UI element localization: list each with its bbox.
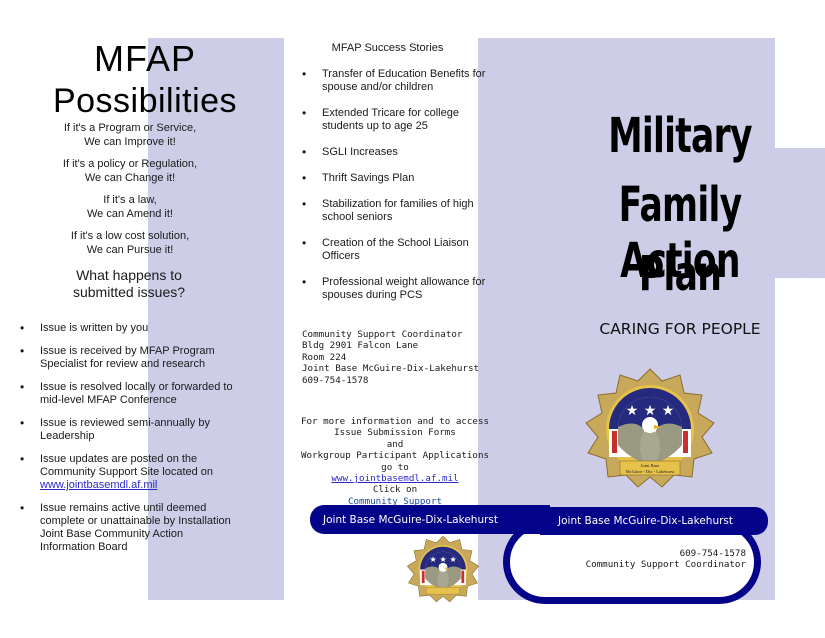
joint-base-seal-icon: ★ ★ ★: [406, 535, 480, 603]
cover-title-military: Military: [608, 108, 752, 164]
list-item: Issue is received by MFAP Program Specia…: [0, 345, 240, 371]
info-line: go to: [381, 461, 409, 473]
contact-title: Community Support Coordinator: [585, 559, 746, 571]
list-item: Professional weight allowance for spouse…: [296, 276, 496, 302]
contact-block: 609-754-1578 Community Support Coordinat…: [560, 548, 746, 571]
slogan-text: We can Change it!: [84, 171, 176, 184]
list-item: Issue is written by you: [0, 322, 240, 335]
website-link[interactable]: www.jointbasemdl.af.mil: [331, 473, 459, 485]
address-block: Community Support Coordinator Bldg 2901 …: [302, 329, 479, 386]
community-support-label: Community Support: [347, 495, 443, 507]
slogan-text: If it's a Program or Service,: [63, 122, 197, 134]
slogan-text: If it's a law,: [103, 194, 157, 206]
svg-text:★: ★: [662, 402, 675, 418]
svg-text:★: ★: [440, 555, 447, 564]
list-item: Issue is reviewed semi-annually by Leade…: [0, 417, 240, 443]
website-link[interactable]: www.jointbasemdl.af.mil: [40, 479, 158, 491]
address-phone: 609-754-1578: [302, 374, 369, 386]
cover-tab-shape: [760, 148, 825, 278]
info-line: Workgroup Participant Applications: [300, 450, 490, 462]
address-line: Room 224: [302, 351, 347, 363]
info-line: and: [386, 438, 404, 450]
list-item: Issue updates are posted on the Communit…: [0, 453, 240, 492]
info-line: Issue Submission Forms: [334, 427, 456, 439]
svg-text:★: ★: [626, 402, 639, 418]
slogan-low-cost: If it's a low cost solution, We can Purs…: [0, 230, 260, 257]
list-item: Issue remains active until deemed comple…: [0, 502, 240, 554]
heading-line: What happens to: [76, 267, 182, 283]
slogan-text: If it's a low cost solution,: [70, 230, 190, 242]
cover-title-plan: Plan: [638, 246, 722, 302]
cover-title-family-action: Family Action: [618, 177, 743, 289]
list-item: Stabilization for families of high schoo…: [296, 198, 496, 224]
title-mfap: MFAP: [93, 38, 196, 79]
tagline: CARING FOR PEOPLE: [599, 320, 761, 338]
slogan-text: We can Pursue it!: [86, 243, 174, 256]
banner-joint-base-cover: Joint Base McGuire-Dix-Lakehurst: [540, 507, 768, 535]
contact-phone: 609-754-1578: [679, 548, 746, 559]
slogan-law: If it's a law, We can Amend it!: [0, 194, 260, 221]
banner-label: Joint Base McGuire-Dix-Lakehurst: [558, 515, 733, 527]
process-list: Issue is written by you Issue is receive…: [0, 322, 240, 564]
info-line: For more information and to access: [300, 416, 490, 427]
address-line: Bldg 2901 Falcon Lane: [302, 340, 419, 352]
title-possibilities: Possibilities: [52, 82, 238, 120]
slogans: If it's a Program or Service, We can Imp…: [0, 122, 260, 266]
success-stories-list: Transfer of Education Benefits for spous…: [296, 68, 496, 315]
slogan-text: We can Improve it!: [84, 135, 176, 148]
section-heading-submitted-issues: What happens to submitted issues?: [0, 267, 258, 301]
banner-joint-base-back: Joint Base McGuire-Dix-Lakehurst: [310, 505, 550, 534]
svg-text:★: ★: [450, 555, 457, 564]
slogan-text: If it's a policy or Regulation,: [62, 158, 198, 170]
slogan-text: We can Amend it!: [86, 207, 173, 220]
address-line: Community Support Coordinator: [302, 329, 463, 340]
svg-text:Joint Base: Joint Base: [641, 463, 660, 468]
list-item: Thrift Savings Plan: [296, 172, 496, 185]
list-item: Transfer of Education Benefits for spous…: [296, 68, 496, 94]
list-item-text: Issue updates are posted on the Communit…: [40, 453, 214, 478]
more-info-block: For more information and to access Issue…: [300, 416, 490, 507]
list-item: SGLI Increases: [296, 146, 496, 159]
svg-text:McGuire - Dix - Lakehurst: McGuire - Dix - Lakehurst: [626, 469, 675, 474]
heading-line: submitted issues?: [72, 284, 186, 300]
list-item: Creation of the School Liaison Officers: [296, 237, 496, 263]
address-line: Joint Base McGuire-Dix-Lakehurst: [302, 363, 480, 375]
banner-label: Joint Base McGuire-Dix-Lakehurst: [323, 513, 498, 526]
info-line: Click on: [372, 484, 418, 496]
list-item: Extended Tricare for college students up…: [296, 107, 496, 133]
slogan-program: If it's a Program or Service, We can Imp…: [0, 122, 260, 149]
list-item: Issue is resolved locally or forwarded t…: [0, 381, 240, 407]
slogan-policy: If it's a policy or Regulation, We can C…: [0, 158, 260, 185]
svg-text:★: ★: [429, 555, 436, 564]
joint-base-seal-icon: ★ ★ ★ Joint Base McGuire - Dix - Lakehur…: [585, 368, 715, 488]
success-stories-heading: MFAP Success Stories: [331, 42, 444, 54]
svg-text:★: ★: [644, 402, 657, 418]
